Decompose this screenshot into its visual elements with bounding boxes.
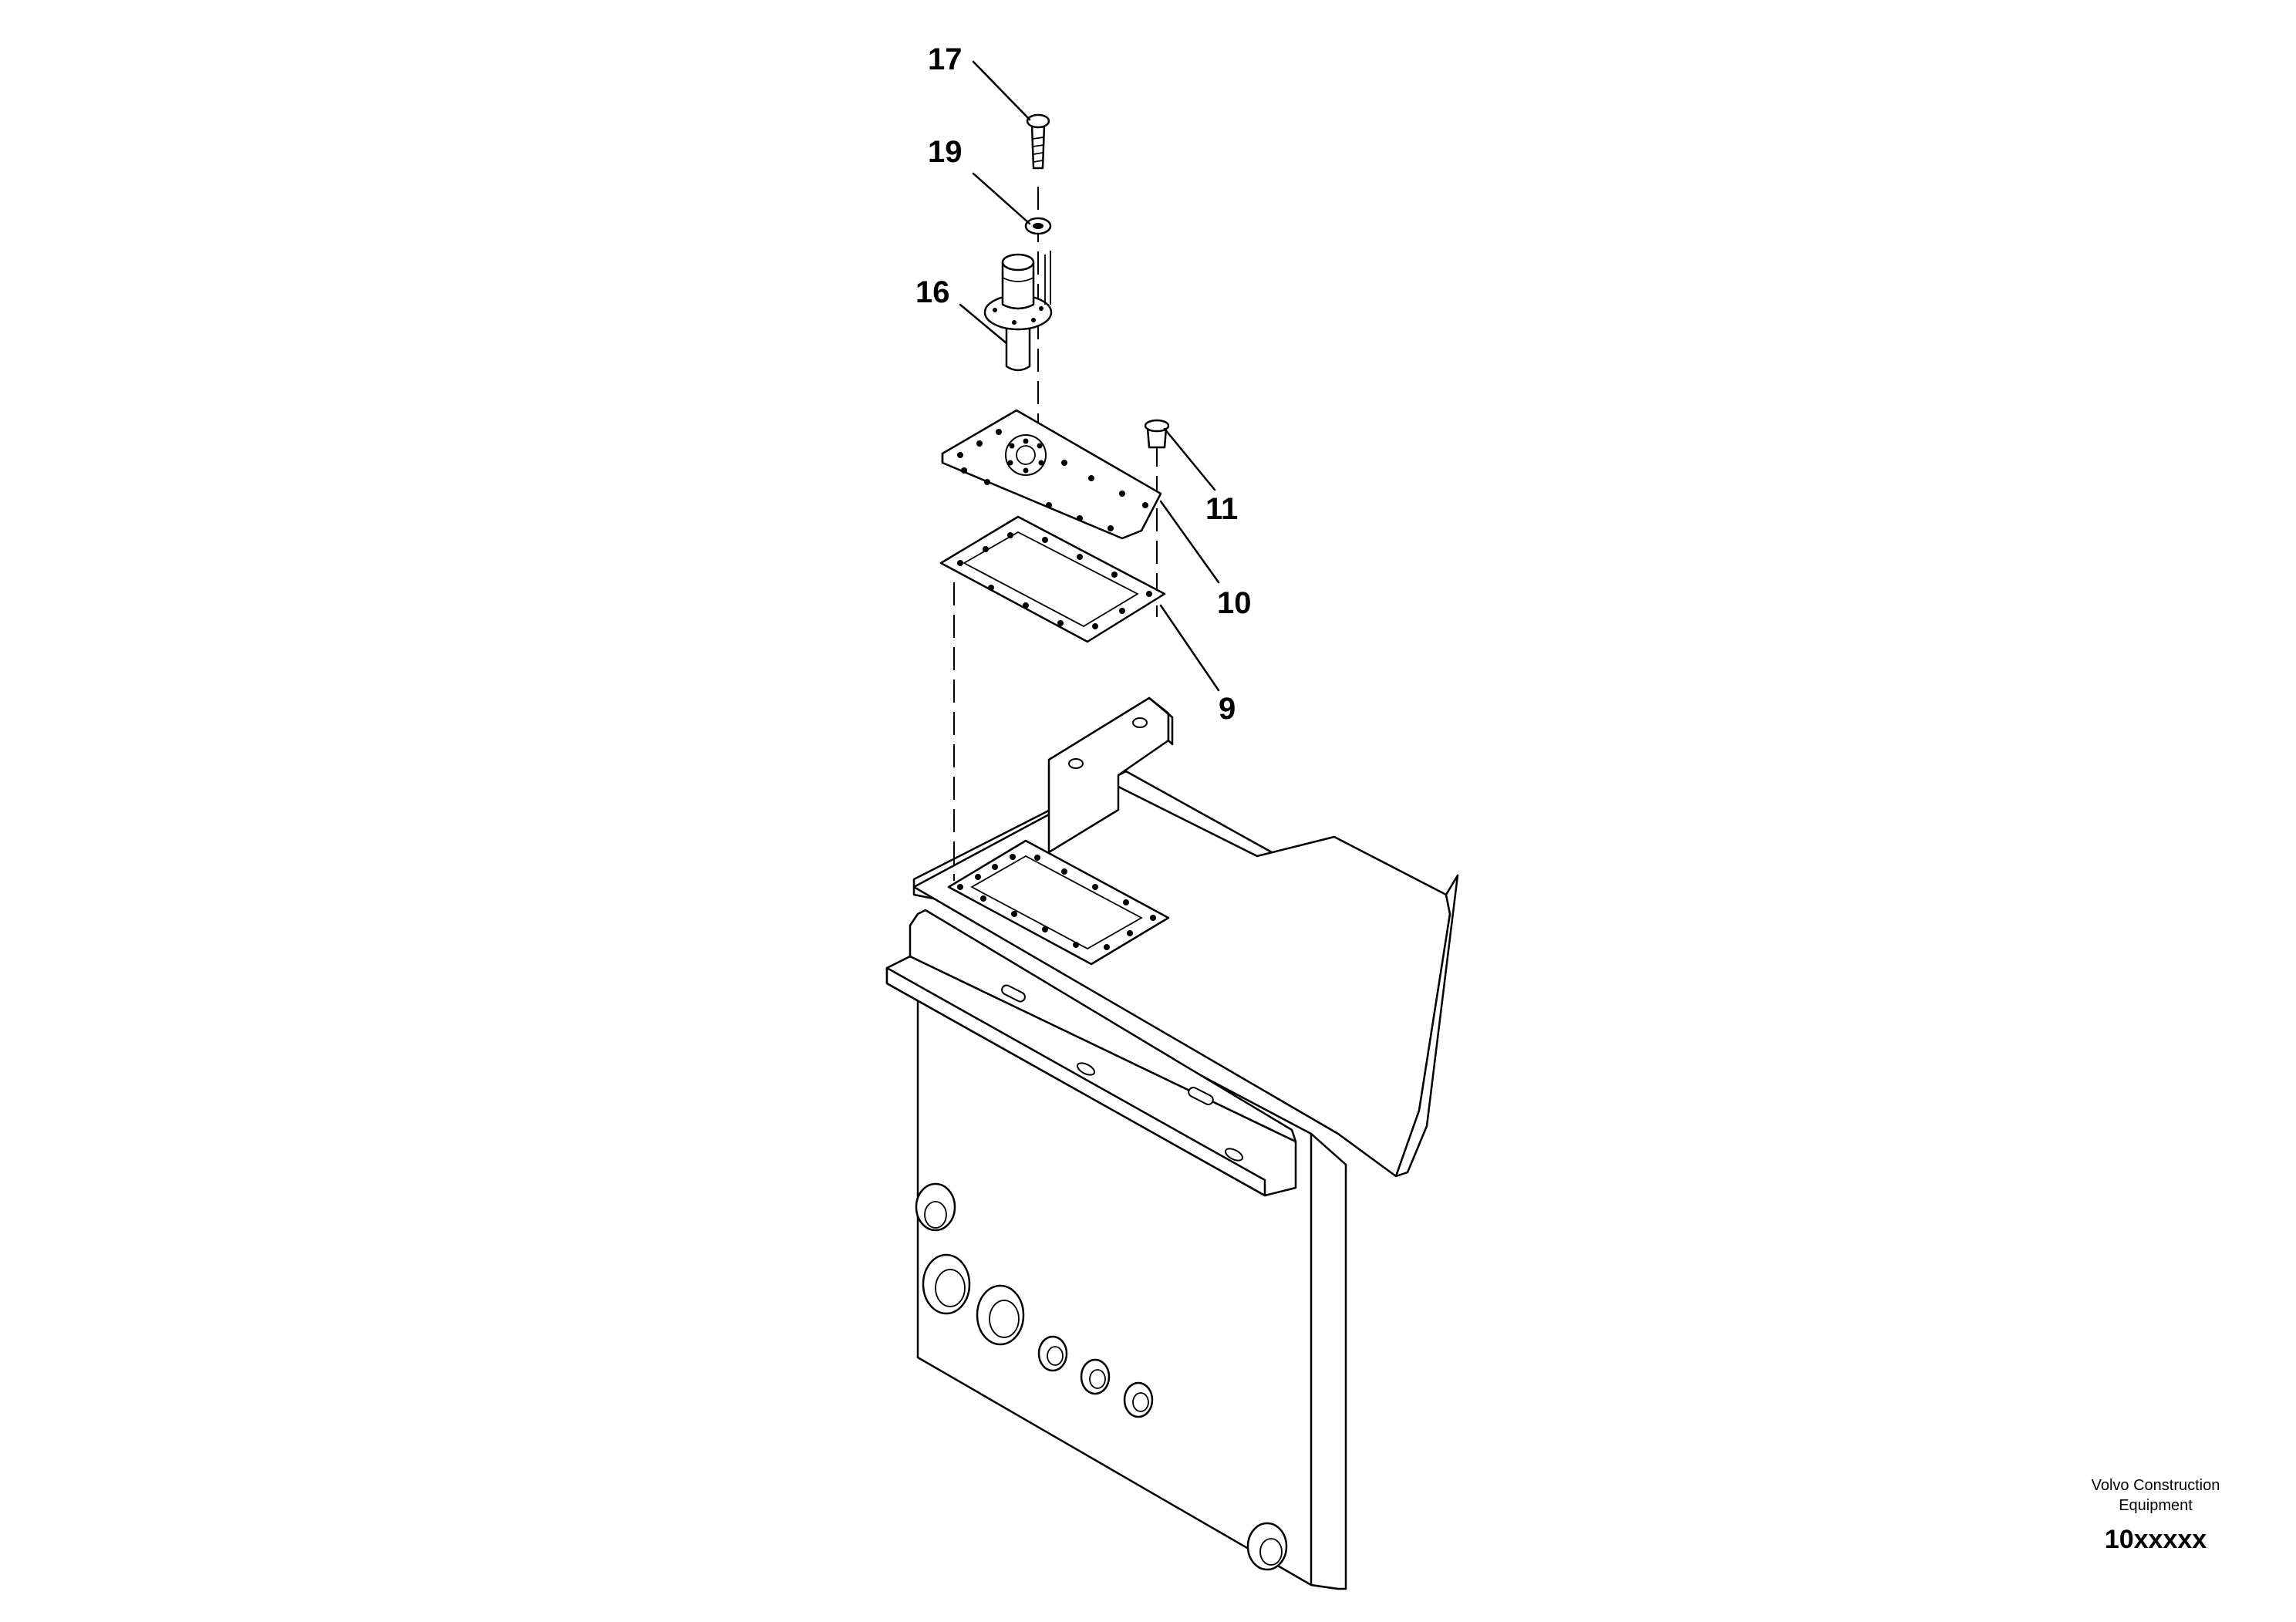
callout-19: 19 <box>928 135 963 169</box>
tank-fittings <box>915 1182 1288 1571</box>
tank-flange-bolts <box>957 854 1156 950</box>
bolt <box>1026 113 1050 170</box>
stamp-company-line1: Volvo Construction <box>2092 1477 2220 1494</box>
stamp-company-line2: Equipment <box>2119 1497 2193 1514</box>
flanged-fitting <box>983 251 1053 372</box>
screw <box>1144 419 1170 449</box>
callout-10: 10 <box>1217 586 1252 620</box>
leader-lines <box>959 60 1220 692</box>
gasket <box>939 515 1166 643</box>
callout-9: 9 <box>1219 692 1236 726</box>
cover-plate <box>941 409 1162 540</box>
washer <box>1024 217 1052 235</box>
tank-body <box>885 696 1459 1590</box>
callout-16: 16 <box>915 275 950 309</box>
callout-11: 11 <box>1205 492 1238 526</box>
callout-17: 17 <box>928 42 963 76</box>
drawing-stamp: Volvo Construction Equipment 10xxxxx <box>2092 1477 2220 1554</box>
stamp-code: 10xxxxx <box>2105 1525 2207 1554</box>
